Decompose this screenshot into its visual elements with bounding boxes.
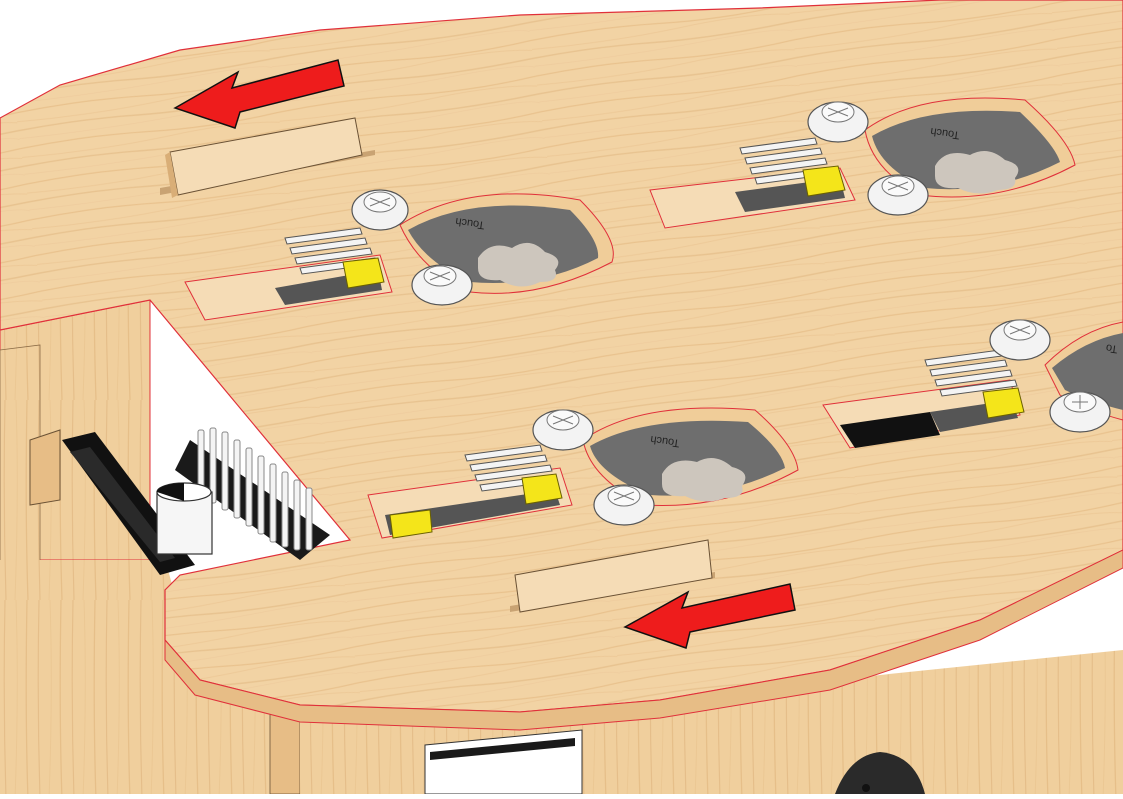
screw-top-left-lower: [411, 264, 473, 306]
screw-right-edge-lower: [1049, 391, 1111, 433]
screw-top-right-lower: [867, 174, 929, 216]
jumper-bottom-center: [521, 473, 563, 505]
touch-module-bottom-center: Touch: [367, 407, 799, 539]
bottom-knob: [835, 752, 925, 794]
arrow-bottom: [623, 583, 796, 649]
pad-label-bottom-center: Touch: [650, 433, 681, 449]
touch-module-top-left: Touch: [184, 189, 614, 321]
pad-right-edge: [1052, 333, 1123, 410]
capacitor: [156, 482, 213, 555]
pad-label-top-right: Touch: [930, 125, 961, 141]
slot-top: [160, 117, 375, 198]
jumper-right-edge: [982, 387, 1025, 419]
comb-top-left: [284, 227, 378, 275]
screw-top-right-upper: [807, 101, 869, 143]
comb-right-edge: [924, 349, 1018, 397]
screw-right-edge-upper: [989, 319, 1051, 361]
arrow-top: [173, 59, 345, 129]
pad-label-right-edge: To: [1105, 341, 1118, 355]
jumper-top-left: [342, 257, 385, 289]
screw-top-left-upper: [351, 189, 409, 231]
touch-module-right-edge: To: [822, 319, 1123, 449]
screw-bottom-center-lower: [593, 484, 655, 526]
slot-bottom: [510, 539, 715, 613]
screw-bottom-center-upper: [532, 409, 594, 451]
header-pins: [175, 427, 330, 560]
pad-label-top-left: Touch: [455, 215, 486, 231]
jumper-top-right: [802, 165, 846, 197]
touch-module-top-right: Touch: [649, 97, 1076, 229]
